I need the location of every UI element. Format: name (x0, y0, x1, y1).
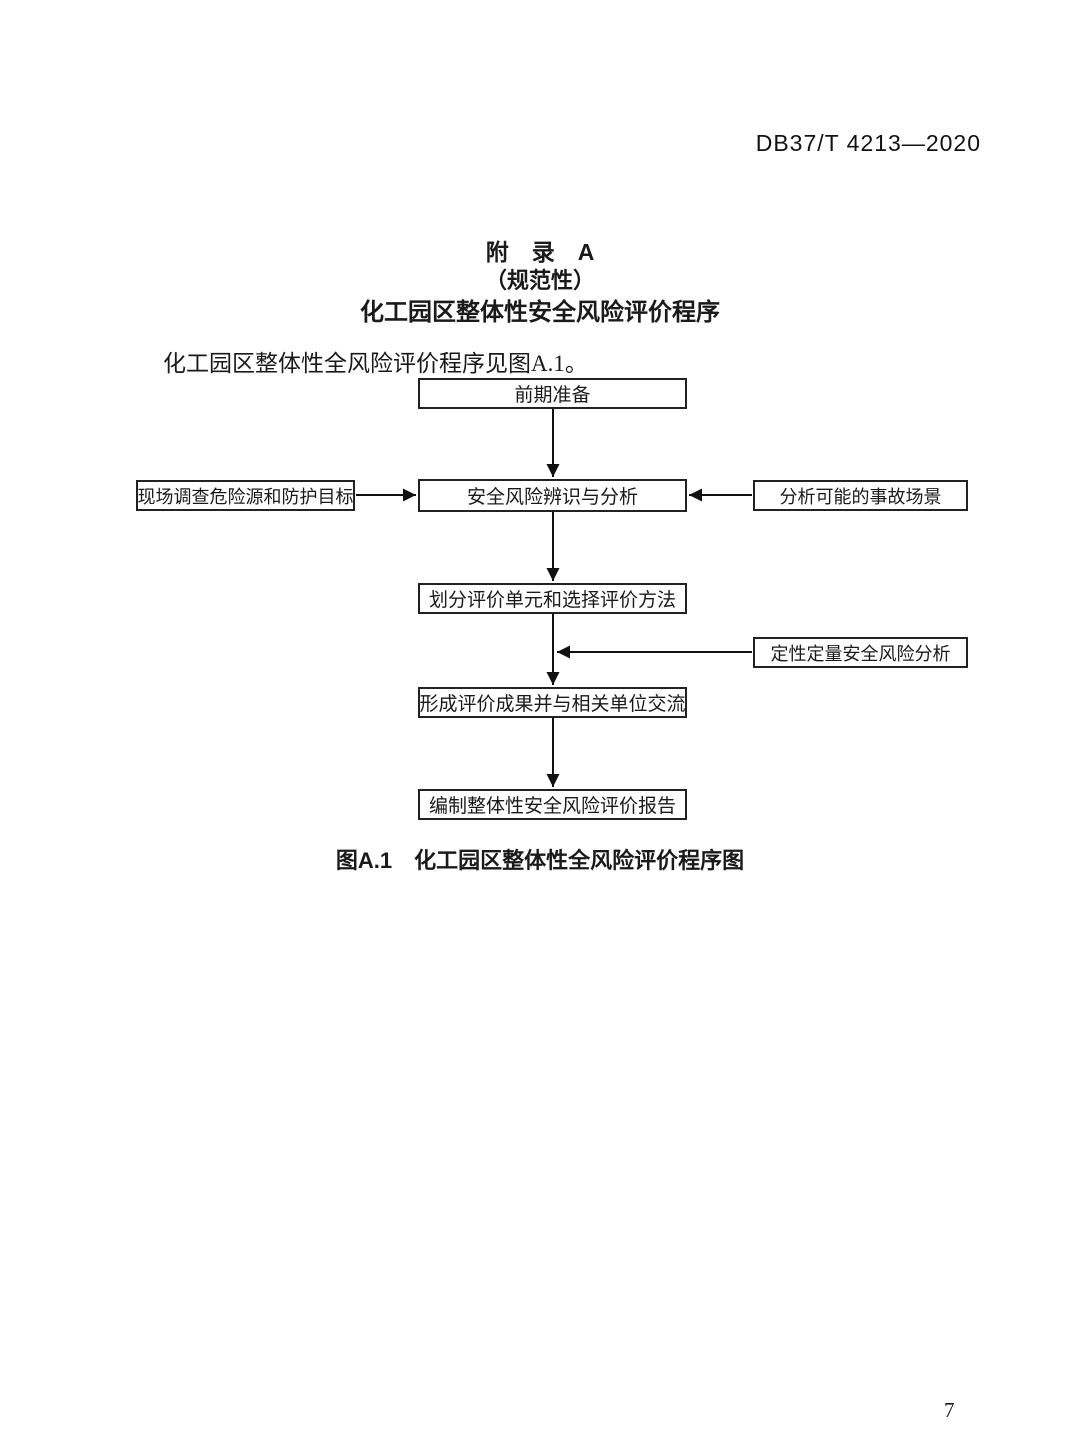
flowchart-node-prep: 前期准备 (418, 378, 687, 409)
flowchart-node-accident-scenarios: 分析可能的事故场景 (753, 480, 968, 511)
flowchart-node-evaluation-units: 划分评价单元和选择评价方法 (418, 583, 687, 614)
flowchart-connectors (356, 409, 752, 787)
flowchart-node-form-results: 形成评价成果并与相关单位交流 (418, 687, 687, 718)
doc-number: DB37/T 4213—2020 (755, 130, 981, 156)
flowchart-node-compile-report: 编制整体性安全风险评价报告 (418, 789, 687, 820)
appendix-title-line2: （规范性） (484, 268, 595, 293)
flowchart-node-site-survey: 现场调查危险源和防护目标 (136, 480, 355, 511)
figure-caption: 图A.1 化工园区整体性全风险评价程序图 (335, 848, 745, 873)
page-number: 7 (944, 1398, 955, 1422)
appendix-title-line3: 化工园区整体性安全风险评价程序 (360, 299, 720, 326)
flowchart-node-qualitative-quantitative-analysis: 定性定量安全风险分析 (753, 637, 968, 668)
intro-paragraph: 化工园区整体性全风险评价程序见图A.1。 (163, 351, 588, 376)
flowchart: 前期准备 现场调查危险源和防护目标 安全风险辨识与分析 分析可能的事故场景 划分… (136, 378, 968, 873)
appendix-title-line1: 附 录 A (485, 239, 595, 265)
flowchart-node-risk-identification: 安全风险辨识与分析 (418, 479, 687, 512)
